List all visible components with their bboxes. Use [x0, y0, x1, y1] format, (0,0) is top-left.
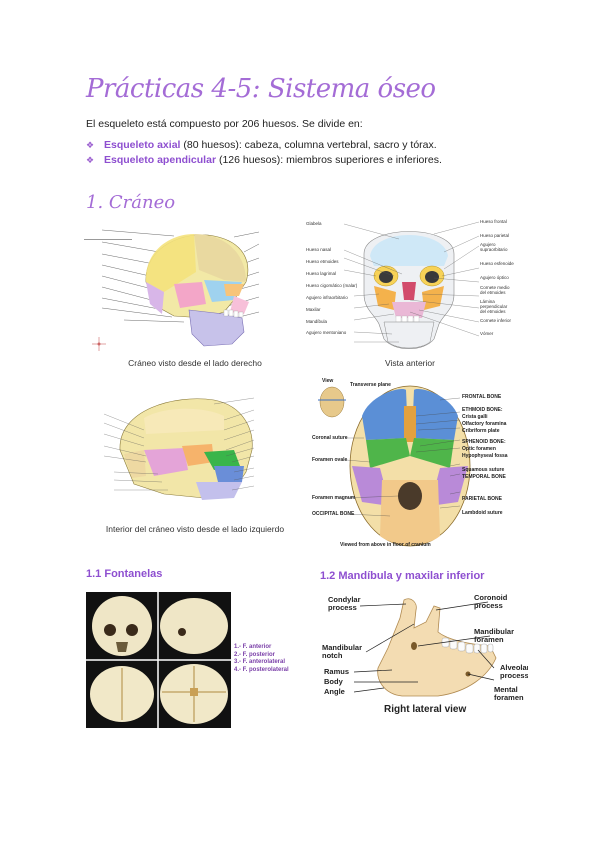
caption-interior: Interior del cráneo visto desde el lado …	[105, 524, 285, 534]
section-title-craneo: 1. Cráneo	[86, 192, 176, 213]
floor-labels-right: FRONTAL BONE ETHMOID BONE: Crista galli …	[462, 394, 508, 516]
anterior-labels-left: Glabela Hueso nasal Hueso etmoides Hueso…	[306, 221, 358, 335]
caption-anterior: Vista anterior	[385, 358, 435, 368]
interior-skull-illustration	[103, 397, 255, 500]
list-item: ❖ Esqueleto apendicular (126 huesos): mi…	[86, 154, 442, 166]
lateral-labels-left	[84, 226, 148, 240]
label-placeholder	[84, 228, 132, 240]
fontanelas-illustration	[86, 592, 231, 728]
lateral-skull-illustration	[92, 229, 260, 351]
mandible-figure: Condylar process Coronoid process Mandib…	[318, 588, 528, 718]
lateral-skull-figure	[84, 222, 304, 354]
fontanelas-photo	[86, 592, 231, 728]
interior-skull-figure	[84, 390, 306, 518]
caption-lateral: Cráneo visto desde el lado derecho	[128, 358, 262, 368]
page-title: Prácticas 4-5: Sistema óseo	[86, 74, 436, 104]
cranium-floor-illustration	[318, 385, 471, 547]
cranium-floor-figure: View Transverse plane FRONTAL BONE ETHMO…	[310, 376, 520, 552]
section-title-mandibula: 1.2 Mandíbula y maxilar inferior	[320, 570, 485, 582]
fontanelas-legend: 1.- F. anterior 2.- F. posterior 3.- F. …	[234, 644, 289, 673]
bullet-list: ❖ Esqueleto axial (80 huesos): cabeza, c…	[86, 138, 442, 168]
diamond-bullet-icon: ❖	[86, 155, 95, 165]
mandible-illustration	[353, 598, 497, 697]
anterior-labels-right: Hueso frontal Hueso parietal Agujero sup…	[480, 219, 514, 336]
intro-text: El esqueleto está compuesto por 206 hues…	[86, 118, 363, 130]
anterior-skull-figure: Glabela Hueso nasal Hueso etmoides Hueso…	[304, 214, 514, 354]
list-item: ❖ Esqueleto axial (80 huesos): cabeza, c…	[86, 139, 437, 151]
section-title-fontanelas: 1.1 Fontanelas	[86, 568, 163, 580]
diamond-bullet-icon: ❖	[86, 140, 95, 150]
anterior-skull-illustration	[343, 221, 480, 350]
